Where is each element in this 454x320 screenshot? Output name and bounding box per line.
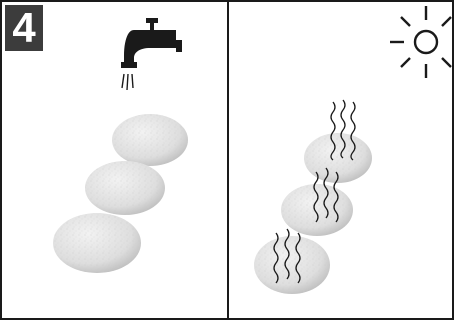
filter-pad (112, 114, 188, 166)
step-number-badge: 4 (5, 5, 43, 51)
filter-pad (85, 161, 165, 215)
filter-pad (254, 236, 330, 294)
filter-pad (53, 213, 141, 273)
filter-pad (281, 184, 353, 236)
sun-icon (390, 6, 451, 78)
water-tap-icon (121, 18, 182, 90)
